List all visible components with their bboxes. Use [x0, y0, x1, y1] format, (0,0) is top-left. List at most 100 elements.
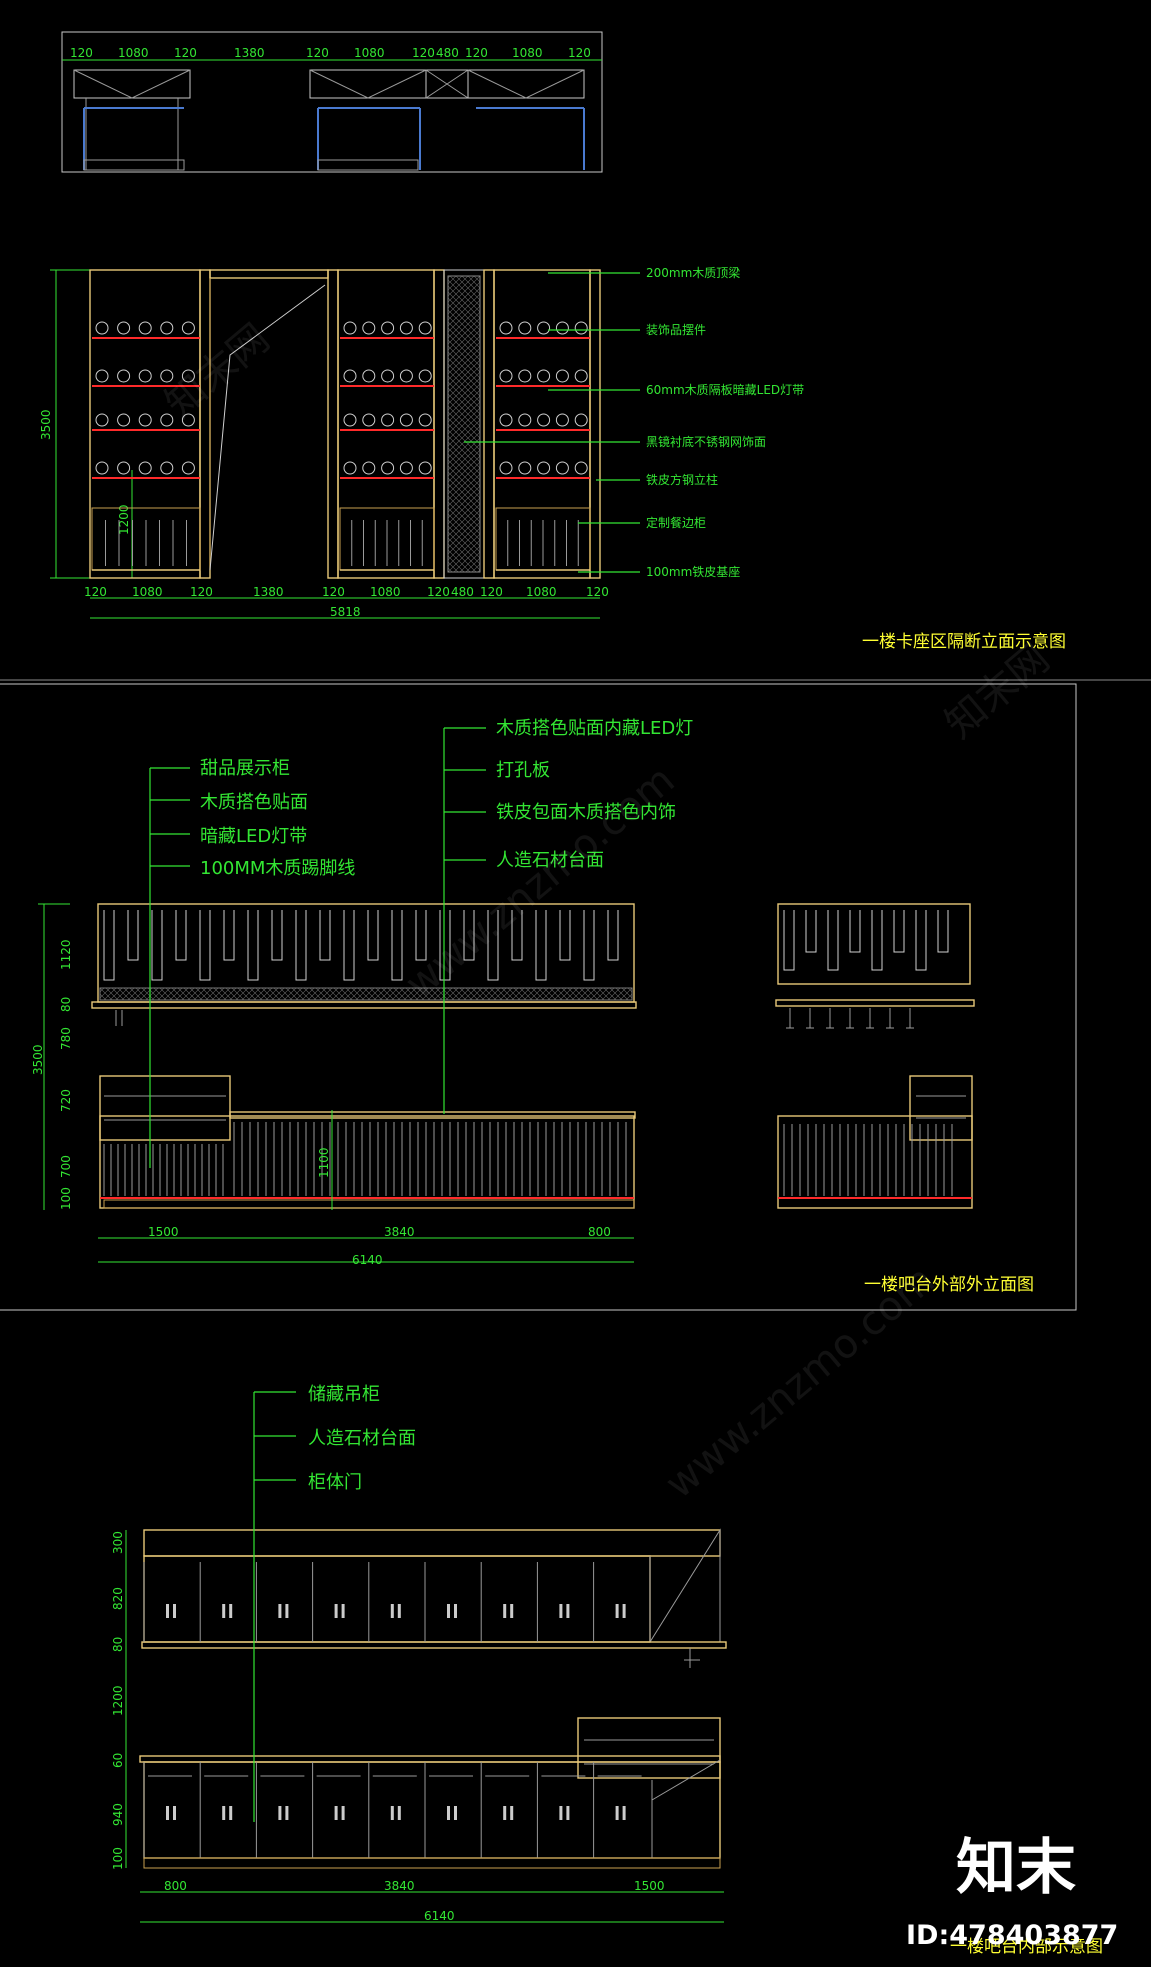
door-handle	[166, 1806, 169, 1820]
slat	[367, 910, 379, 961]
plan-dim: 120	[70, 46, 93, 60]
decor-item	[381, 461, 395, 475]
decor-item	[518, 461, 532, 475]
callout-hanging-cabinet: 储藏吊柜	[308, 1384, 380, 1405]
section2-height-dims: 1120 80 780 720 700 100 3500 1100	[31, 939, 331, 1210]
canopy	[97, 903, 635, 1003]
slat	[559, 910, 571, 961]
door-handle	[229, 1604, 233, 1618]
slat	[247, 910, 259, 981]
plan-dim: 1080	[118, 46, 149, 60]
plan-dim: 120	[465, 46, 488, 60]
decor-item	[518, 321, 532, 335]
slat	[783, 910, 795, 971]
side-slats	[783, 910, 949, 1029]
decor-item	[362, 321, 376, 335]
plan-dim: 120	[174, 46, 197, 60]
watermark-url: www.znzmo.com	[397, 757, 684, 1008]
door-handle	[390, 1806, 394, 1820]
decor-item	[117, 321, 131, 335]
callout-top-beam: 200mm木质顶梁	[646, 265, 740, 280]
pendant-light	[886, 1008, 894, 1029]
decor-item	[362, 413, 376, 427]
elev-dim: 120	[322, 585, 345, 599]
elev-dim: 480	[451, 585, 474, 599]
decor-item	[381, 369, 395, 383]
plan-dim: 120	[568, 46, 591, 60]
plan-cabinets	[73, 69, 585, 171]
slat	[915, 910, 927, 971]
door-handle	[503, 1806, 507, 1820]
decor-item	[343, 461, 357, 475]
callout-shelf-led: 60mm木质隔板暗藏LED灯带	[646, 382, 804, 397]
decor-item	[555, 369, 569, 383]
h-dim: 80	[111, 1637, 125, 1652]
section1-plan: 120 1080 120 1380 120 1080 120 480 120 1…	[61, 31, 603, 173]
decor-item	[95, 413, 109, 427]
decor-item	[518, 413, 532, 427]
callout-iron-clad: 铁皮包面木质搭色内饰	[496, 802, 676, 823]
door-handle	[454, 1806, 457, 1820]
decor-item	[499, 369, 513, 383]
slat	[223, 910, 235, 961]
slat	[271, 910, 283, 961]
decor-item	[537, 321, 551, 335]
pendant-light	[906, 1008, 914, 1029]
w-dim: 1500	[148, 1225, 179, 1239]
decor-item	[95, 461, 109, 475]
total-height: 3500	[31, 1044, 45, 1075]
decor-item	[518, 369, 532, 383]
decor-item	[117, 461, 131, 475]
slat	[849, 910, 861, 953]
stone-countertop	[139, 1755, 721, 1763]
decor-item	[537, 413, 551, 427]
pendant-light	[846, 1008, 854, 1029]
door-handle	[510, 1604, 514, 1618]
decor-item	[399, 461, 413, 475]
decor-item	[95, 321, 109, 335]
decor-item	[117, 413, 131, 427]
door-handle	[622, 1806, 626, 1820]
counter-height: 1100	[317, 1147, 331, 1178]
door-handle	[173, 1806, 176, 1820]
door-handle	[622, 1604, 626, 1618]
section1-callouts: 200mm木质顶梁 装饰品摆件 60mm木质隔板暗藏LED灯带 黑镜衬底不锈钢网…	[464, 265, 804, 579]
h-dim: 300	[111, 1531, 125, 1554]
door-handle	[341, 1604, 345, 1618]
upper-cabinet-doors	[143, 1562, 626, 1642]
slat	[343, 910, 355, 981]
decor-item	[343, 413, 357, 427]
decor-item	[574, 461, 588, 475]
watermark-url: www.znzmo.com	[657, 1257, 944, 1508]
dessert-display	[99, 1075, 231, 1141]
callout-base: 100mm铁皮基座	[646, 564, 740, 579]
door-handle	[454, 1604, 457, 1618]
decor-item	[381, 413, 395, 427]
decor-item	[181, 321, 195, 335]
plan-dim: 120	[412, 46, 435, 60]
decor-item	[418, 413, 432, 427]
asset-id: ID:478403877	[906, 1920, 1118, 1951]
decor-item	[418, 321, 432, 335]
w-dim: 1500	[634, 1879, 665, 1893]
elev-dim: 120	[427, 585, 450, 599]
door-handle	[447, 1604, 450, 1618]
height-dim: 3500	[39, 409, 53, 440]
door-handle	[559, 1604, 563, 1618]
decor-item	[499, 321, 513, 335]
callout-mesh: 黑镜衬底不锈钢网饰面	[646, 434, 766, 449]
side-counter	[777, 1115, 973, 1209]
plan-dimension-labels: 120 1080 120 1380 120 1080 120 480 120 1…	[70, 46, 591, 60]
slat	[175, 910, 187, 961]
h-dim: 700	[59, 1155, 73, 1178]
w-dim: 3840	[384, 1879, 415, 1893]
door-handle	[503, 1604, 507, 1618]
decor-item	[499, 461, 513, 475]
elev-dim: 1080	[526, 585, 557, 599]
elev-dim: 120	[190, 585, 213, 599]
door-handle	[285, 1806, 289, 1820]
decor-item	[181, 461, 195, 475]
h-dim: 1120	[59, 939, 73, 970]
door-handle	[566, 1806, 570, 1820]
callout-column: 铁皮方钢立柱	[646, 472, 718, 487]
